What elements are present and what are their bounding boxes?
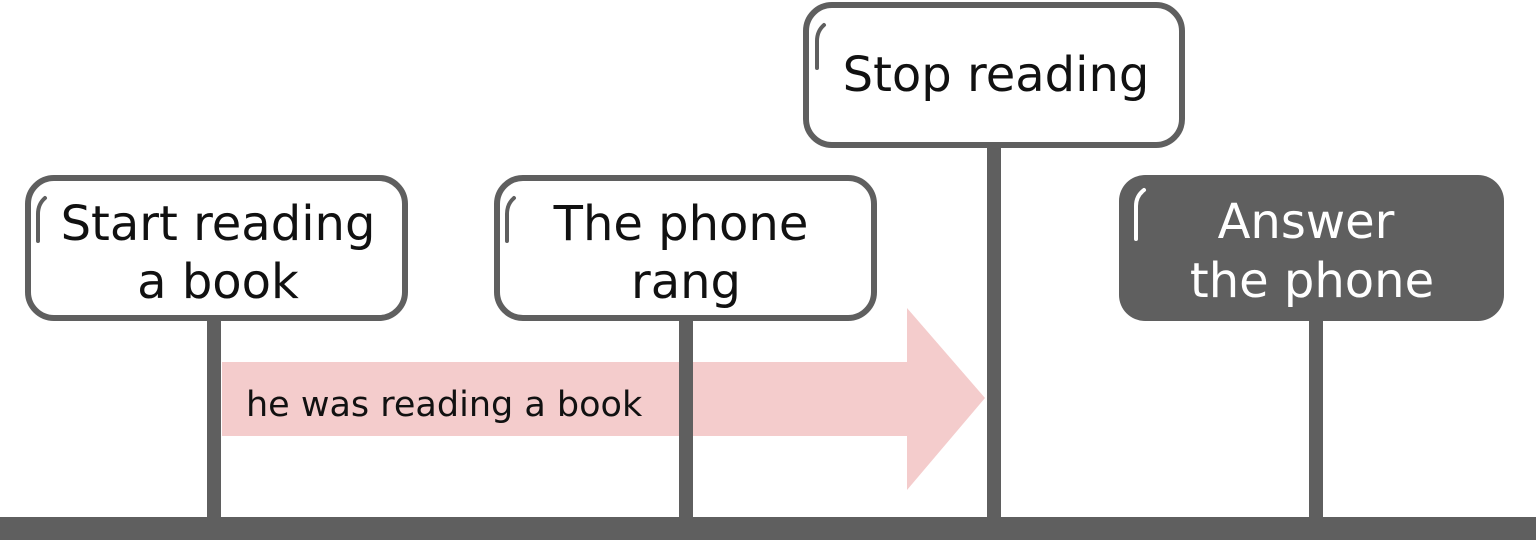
post-phone — [679, 318, 693, 523]
duration-arrow-shape — [222, 308, 985, 490]
sign-box — [803, 2, 1185, 148]
sign-label: Start reading — [61, 196, 376, 252]
post-stop — [987, 145, 1001, 523]
sign-label: Answer — [1218, 194, 1395, 250]
sign-label: rang — [631, 254, 741, 310]
sign-box — [494, 175, 877, 321]
sign-label: Stop reading — [843, 47, 1150, 103]
sign-label: The phone — [553, 196, 809, 252]
sign-label: a book — [137, 254, 299, 310]
post-start — [207, 318, 221, 523]
duration-arrow: he was reading a book — [222, 308, 985, 490]
sign-label: the phone — [1190, 253, 1434, 309]
sign-box — [25, 175, 408, 321]
timeline-baseline — [0, 517, 1536, 540]
duration-arrow-label: he was reading a book — [246, 385, 643, 425]
sign-highlight — [815, 23, 826, 70]
sign-start-reading: Start reading a book — [25, 175, 408, 321]
sign-stop-reading: Stop reading — [803, 2, 1185, 148]
sign-highlight — [1134, 188, 1146, 241]
post-answer — [1309, 320, 1323, 523]
sign-highlight — [505, 196, 516, 243]
sign-answer-phone: Answer the phone — [1119, 175, 1504, 321]
sign-highlight — [36, 196, 47, 243]
sign-box — [1119, 175, 1504, 321]
sign-phone-rang: The phone rang — [494, 175, 877, 321]
